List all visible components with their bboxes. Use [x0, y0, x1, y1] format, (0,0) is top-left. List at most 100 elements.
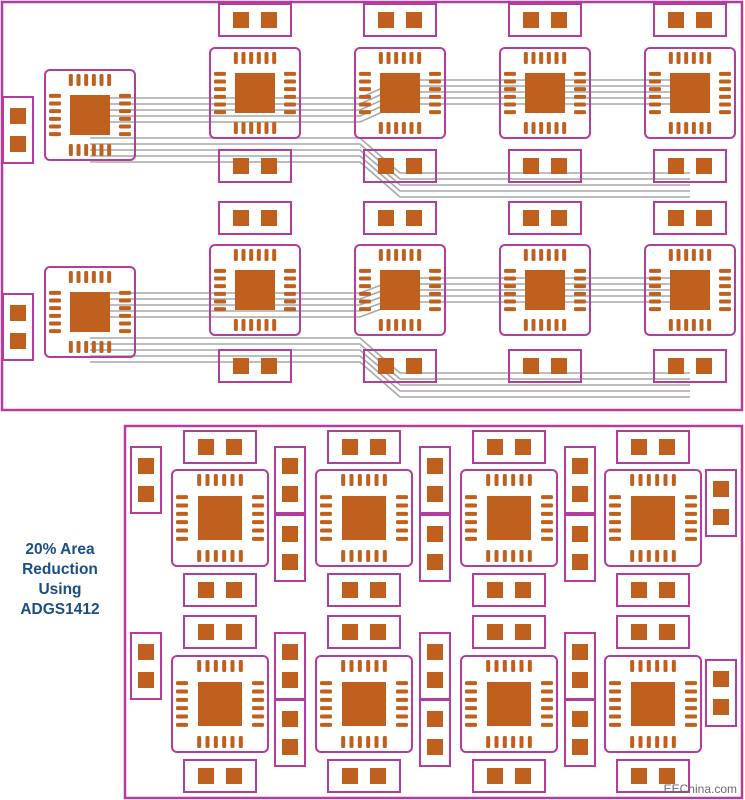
- solder-pad: [427, 672, 443, 688]
- pin-pad: [378, 319, 383, 331]
- solder-pad: [427, 554, 443, 570]
- switch-package: [499, 47, 591, 139]
- pin-pad: [502, 474, 507, 486]
- pin-pad: [284, 79, 296, 84]
- solder-pad: [696, 358, 712, 374]
- pin-pad: [646, 550, 651, 562]
- area-reduction-caption: 20% Area Reduction Using ADGS1412: [0, 540, 120, 620]
- bottom-board-outline: [123, 424, 744, 800]
- pin-pad: [76, 341, 81, 353]
- solder-pad: [226, 768, 242, 784]
- pin-pad: [49, 124, 61, 129]
- solder-pad: [138, 644, 154, 660]
- controller-package: [44, 69, 136, 161]
- pin-pad: [84, 74, 89, 86]
- pin-pad: [213, 736, 218, 748]
- footprint-outline: [508, 149, 582, 183]
- pin-pad: [684, 52, 689, 64]
- pin-pad: [359, 71, 371, 76]
- pin-pad: [359, 268, 371, 273]
- footprint-outline: [218, 3, 292, 37]
- pin-pad: [320, 697, 332, 702]
- pin-pad: [671, 474, 676, 486]
- pin-pad: [504, 87, 516, 92]
- solder-pad: [659, 582, 675, 598]
- pin-pad: [707, 122, 712, 134]
- pin-pad: [214, 71, 226, 76]
- solder-pad: [487, 439, 503, 455]
- footprint-outline: [616, 615, 690, 649]
- pin-pad: [359, 291, 371, 296]
- pin-pad: [707, 249, 712, 261]
- pin-pad: [396, 528, 408, 533]
- pin-pad: [366, 474, 371, 486]
- footprint-outline: [327, 573, 401, 607]
- pin-pad: [238, 736, 243, 748]
- pin-pad: [630, 660, 635, 672]
- passive-footprint: [130, 446, 162, 514]
- solder-pad: [406, 12, 422, 28]
- pin-pad: [523, 249, 528, 261]
- pin-pad: [719, 110, 731, 115]
- pin-pad: [465, 520, 477, 525]
- pin-pad: [527, 736, 532, 748]
- thermal-pad: [525, 270, 565, 310]
- pin-pad: [341, 736, 346, 748]
- passive-footprint: [616, 615, 690, 649]
- pin-pad: [249, 249, 254, 261]
- footprint-outline: [274, 514, 306, 582]
- passive-footprint: [130, 632, 162, 700]
- pin-pad: [511, 736, 516, 748]
- pin-pad: [574, 110, 586, 115]
- pin-pad: [264, 52, 269, 64]
- solder-pad: [198, 439, 214, 455]
- pin-pad: [707, 52, 712, 64]
- passive-footprint: [653, 201, 727, 235]
- solder-pad: [713, 481, 729, 497]
- pin-pad: [357, 736, 362, 748]
- passive-footprint: [653, 349, 727, 383]
- pin-pad: [359, 307, 371, 312]
- pin-pad: [511, 660, 516, 672]
- pin-pad: [256, 52, 261, 64]
- pin-pad: [91, 74, 96, 86]
- solder-pad: [233, 358, 249, 374]
- solder-pad: [668, 158, 684, 174]
- solder-pad: [198, 768, 214, 784]
- pin-pad: [107, 144, 112, 156]
- pin-pad: [359, 276, 371, 281]
- pin-pad: [527, 550, 532, 562]
- pin-pad: [320, 681, 332, 686]
- pin-pad: [119, 101, 131, 106]
- package-outline: [354, 244, 446, 336]
- passive-footprint: [508, 149, 582, 183]
- pin-pad: [49, 329, 61, 334]
- pin-pad: [76, 74, 81, 86]
- pin-pad: [284, 307, 296, 312]
- passive-footprint: [363, 149, 437, 183]
- pin-pad: [554, 319, 559, 331]
- pin-pad: [719, 94, 731, 99]
- pin-pad: [84, 144, 89, 156]
- pin-pad: [649, 284, 661, 289]
- pin-pad: [264, 122, 269, 134]
- passive-footprint: [705, 659, 737, 727]
- footprint-outline: [218, 149, 292, 183]
- solder-pad: [370, 624, 386, 640]
- pin-pad: [176, 697, 188, 702]
- pin-pad: [68, 341, 73, 353]
- solder-pad: [668, 210, 684, 226]
- pin-pad: [341, 660, 346, 672]
- switch-package: [171, 469, 269, 567]
- package-outline: [499, 47, 591, 139]
- pin-pad: [541, 495, 553, 500]
- pin-pad: [609, 528, 621, 533]
- solder-pad: [713, 671, 729, 687]
- pin-pad: [609, 495, 621, 500]
- passive-footprint: [472, 615, 546, 649]
- pin-pad: [546, 122, 551, 134]
- pin-pad: [719, 284, 731, 289]
- pin-pad: [252, 714, 264, 719]
- pin-pad: [574, 71, 586, 76]
- solder-pad: [515, 582, 531, 598]
